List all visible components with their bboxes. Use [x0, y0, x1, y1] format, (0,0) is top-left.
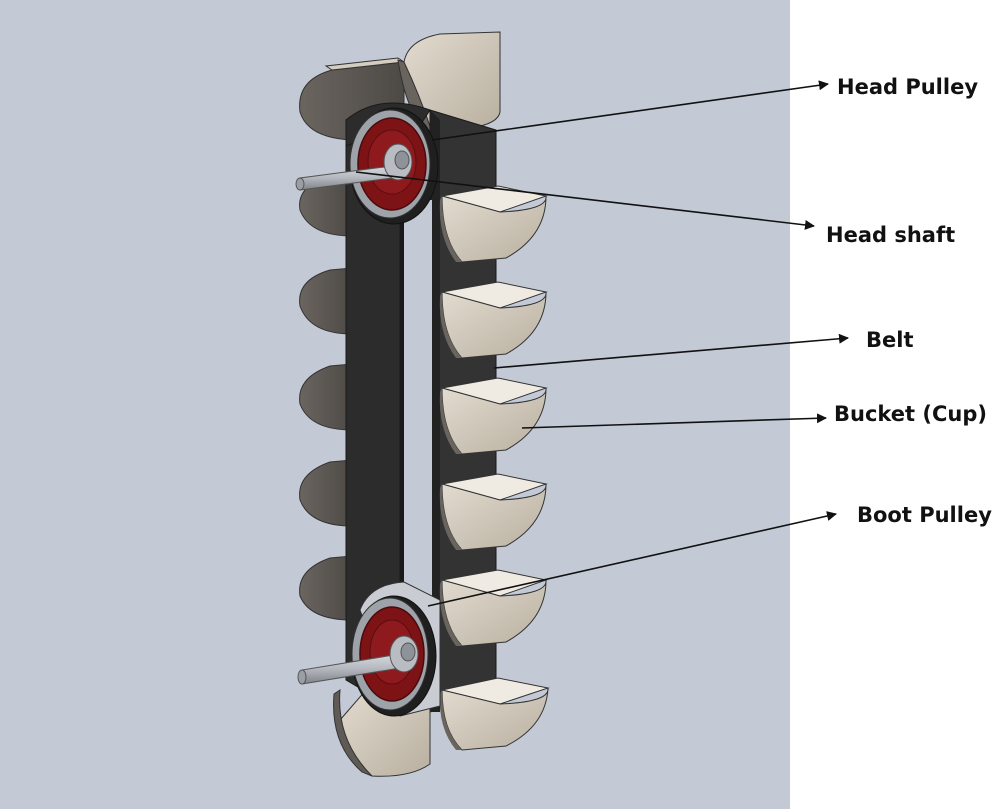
bucket-front	[439, 677, 550, 751]
label-bucket: Bucket (Cup)	[834, 402, 987, 426]
arrow-head-shaft	[355, 171, 815, 230]
bucket-front	[439, 185, 548, 263]
label-head-pulley: Head Pulley	[837, 75, 978, 99]
arrow-bucket	[521, 413, 827, 429]
bucket-front	[439, 281, 548, 359]
boot-shaft	[297, 635, 419, 685]
label-boot-pulley: Boot Pulley	[857, 503, 992, 527]
arrow-boot-pulley	[427, 511, 837, 607]
arrow-head-pulley	[431, 80, 829, 141]
leader-arrows	[355, 80, 849, 607]
bucket-front	[439, 377, 548, 455]
bucket-front	[439, 473, 548, 551]
label-belt: Belt	[866, 328, 914, 352]
front-buckets	[439, 185, 550, 751]
head-shaft	[295, 143, 413, 191]
arrow-belt	[493, 333, 849, 369]
label-head-shaft: Head shaft	[826, 223, 955, 247]
